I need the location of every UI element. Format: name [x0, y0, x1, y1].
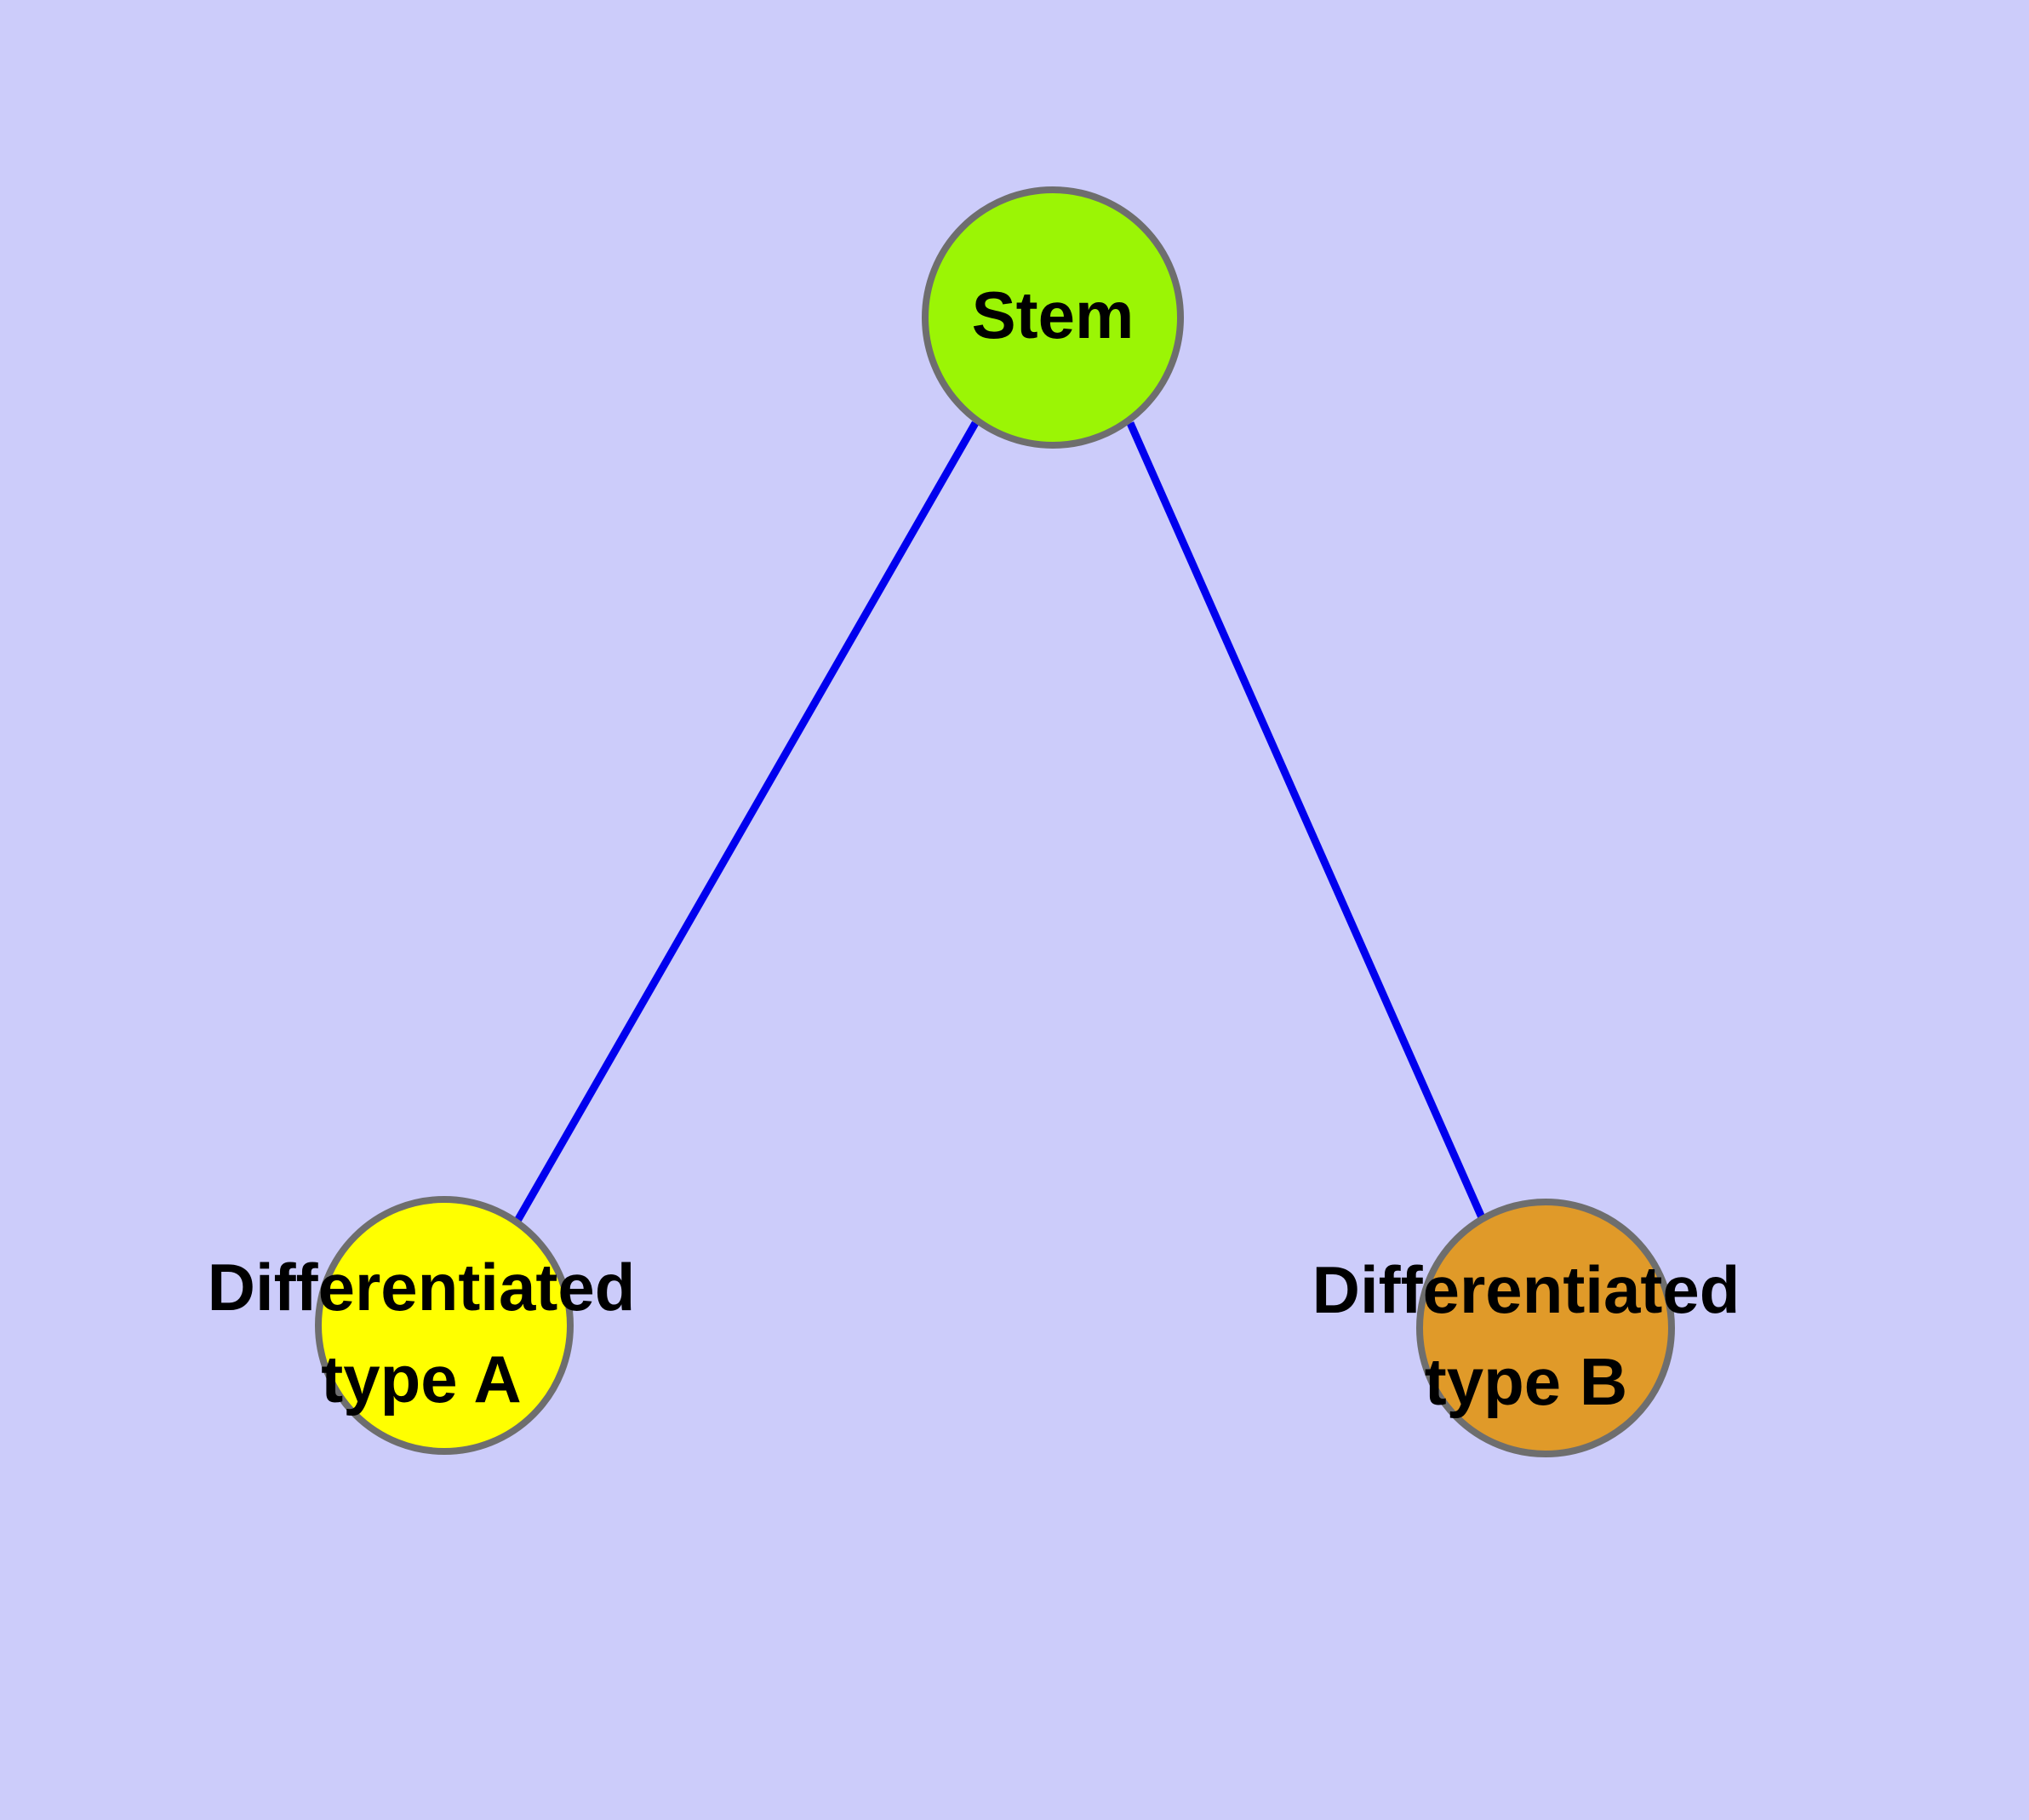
edges-layer	[511, 421, 1492, 1233]
node-stem-circle[interactable]	[922, 186, 1184, 449]
node-type-a-circle[interactable]	[315, 1196, 574, 1455]
node-label-line: Differentiated	[208, 1250, 636, 1325]
node-label-line: type B	[1425, 1344, 1627, 1419]
nodes-layer	[315, 186, 1675, 1457]
node-label-line: Stem	[972, 278, 1135, 352]
node-type-b-circle[interactable]	[1416, 1199, 1675, 1457]
node-label-line: type A	[321, 1342, 522, 1417]
node-type-b-label: Differentiated type B	[1312, 1252, 1740, 1419]
node-type-a-label: Differentiated type A	[208, 1250, 636, 1417]
node-label-line: Differentiated	[1312, 1252, 1740, 1327]
edge-stem-to-type-b[interactable]	[1126, 421, 1492, 1233]
labels-layer: Stem Differentiated type A Differentiated…	[208, 278, 1740, 1419]
node-stem-label: Stem	[972, 278, 1135, 352]
edge-stem-to-type-a[interactable]	[511, 421, 979, 1229]
